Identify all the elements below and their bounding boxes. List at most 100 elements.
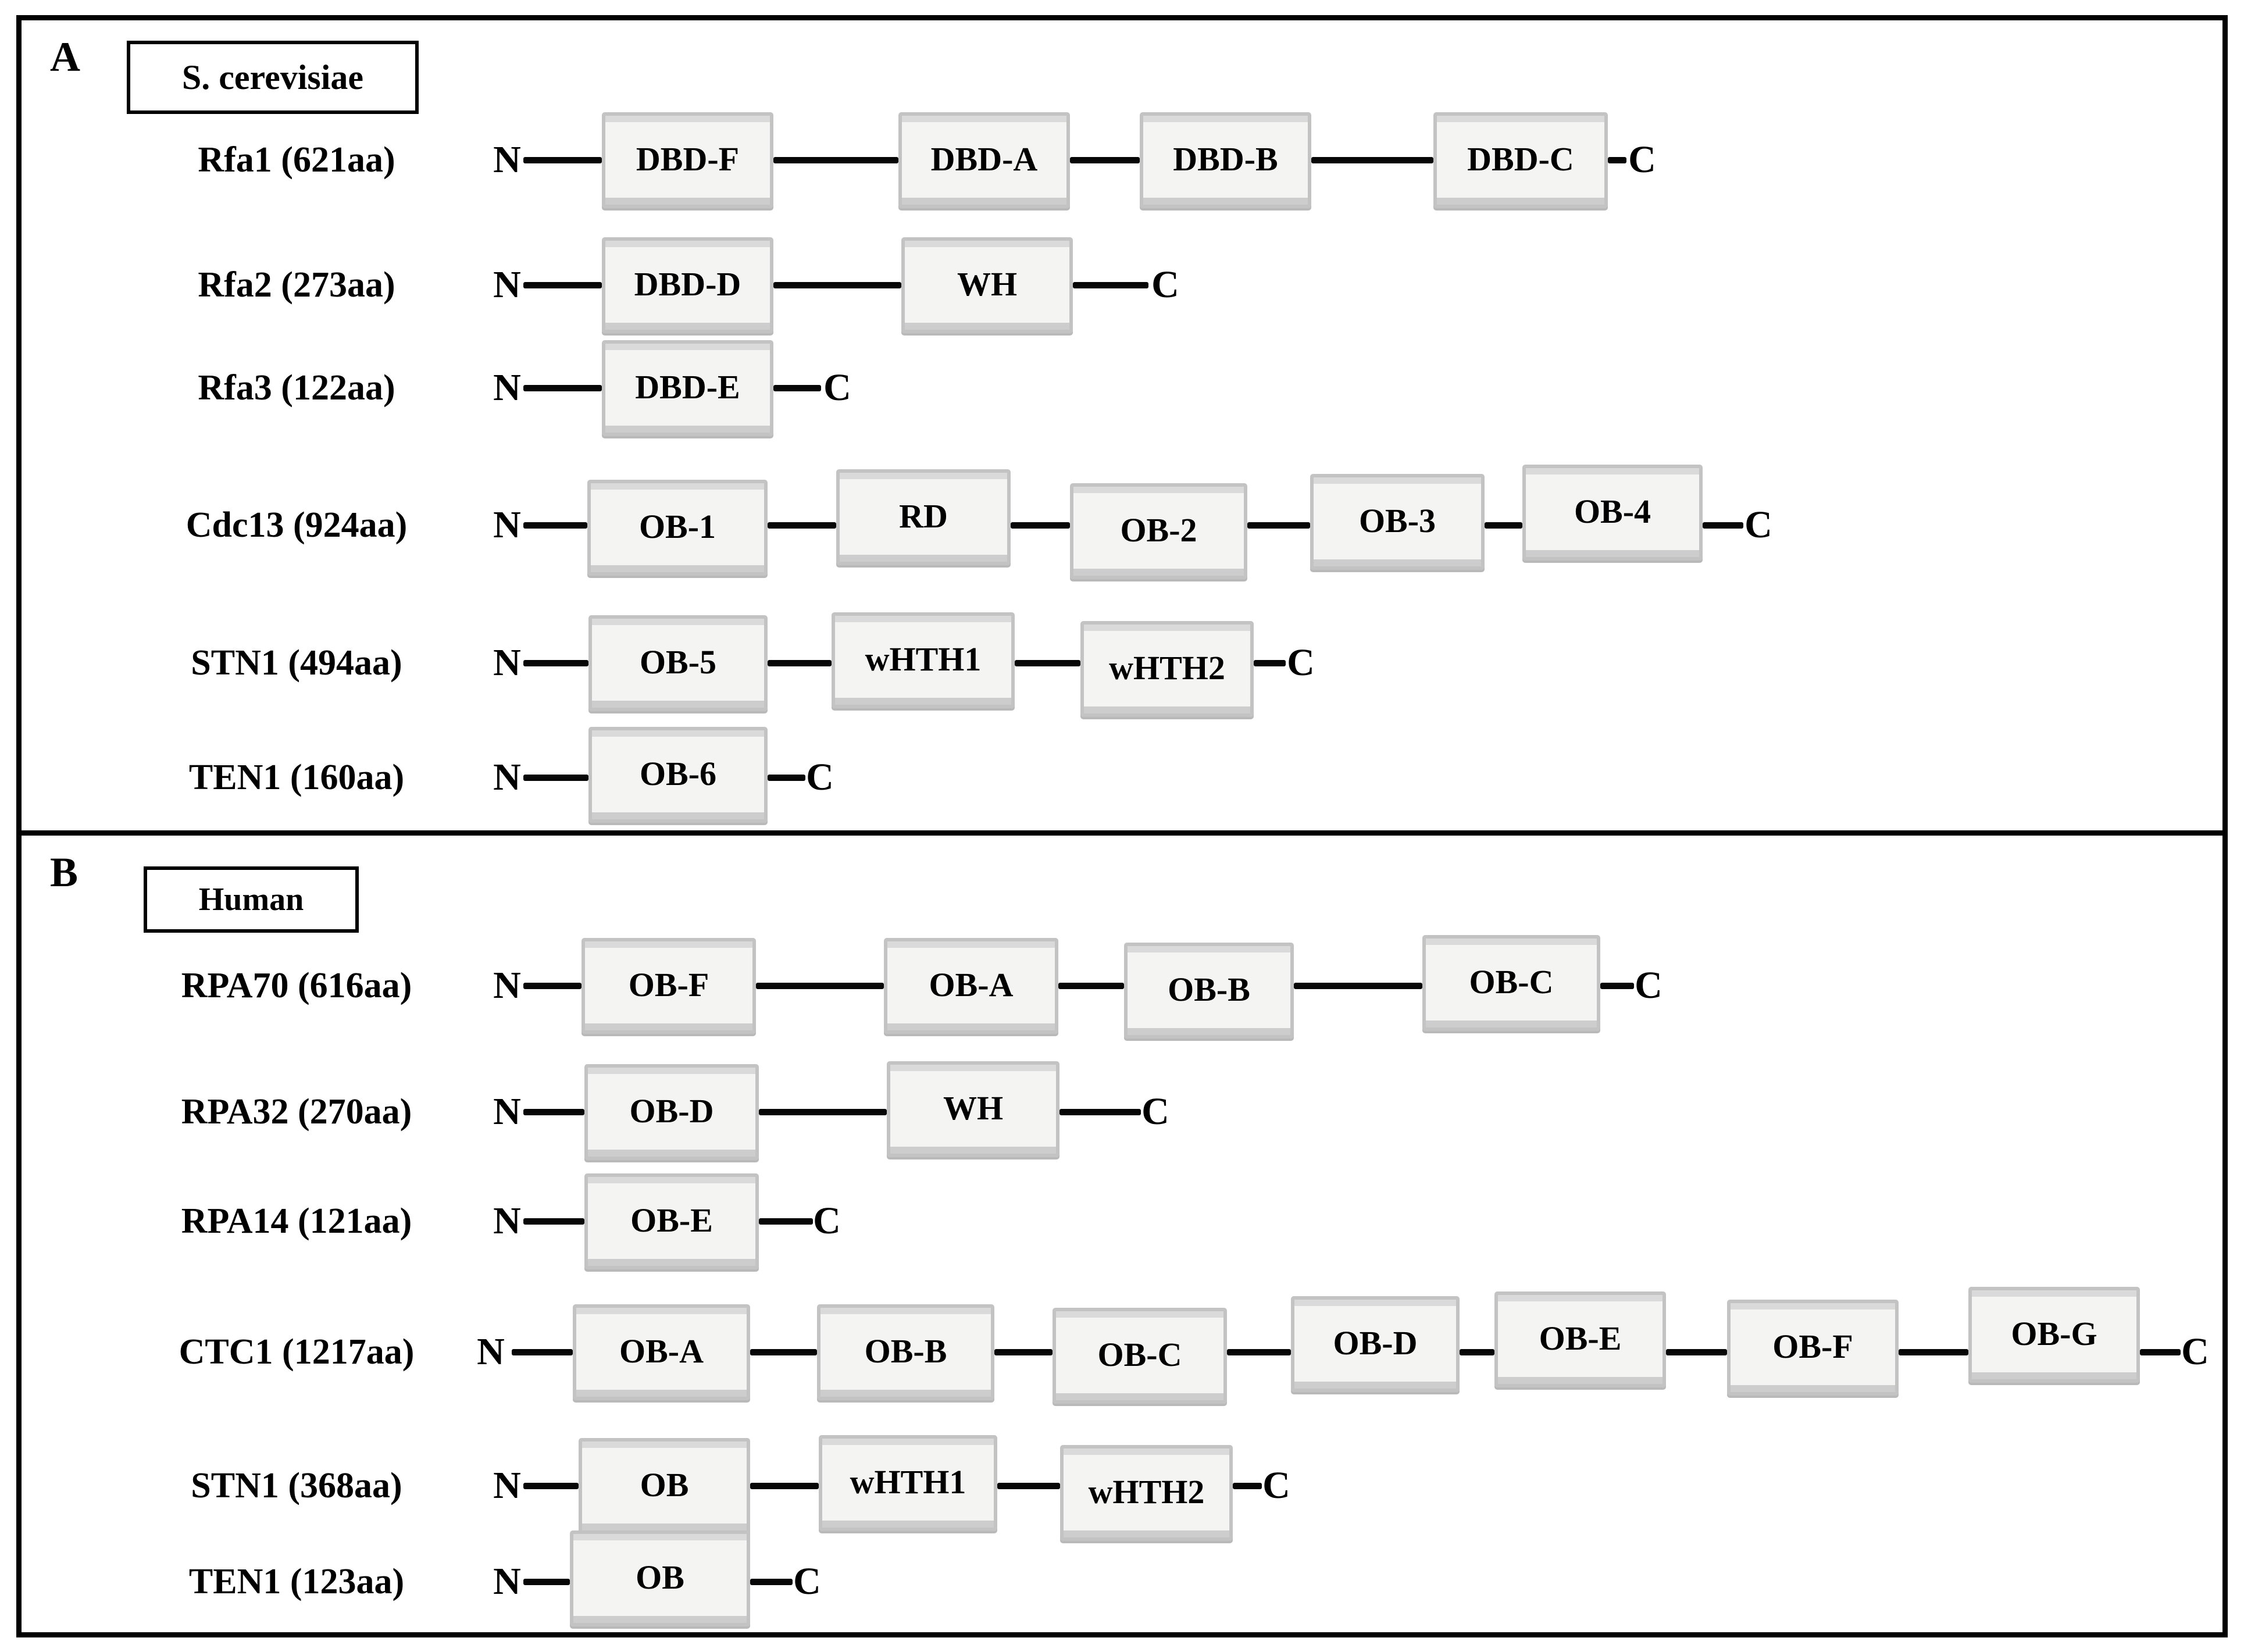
panel-a-letter: A	[50, 34, 80, 80]
protein-row-stn1-yeast: STN1 (494aa) N OB-5 wHTH1 wHTH2 C	[0, 605, 2244, 721]
domain-label: DBD-F	[636, 140, 740, 178]
linker-line	[1460, 1349, 1494, 1355]
linker-line	[1666, 1349, 1727, 1355]
c-terminus-label: C	[1287, 641, 1315, 684]
linker-line	[1600, 983, 1634, 989]
linker-line	[1608, 157, 1626, 163]
linker-line	[1485, 522, 1522, 529]
domain-label: OB-F	[628, 966, 709, 1004]
domain-box: OB-C	[1053, 1308, 1227, 1404]
linker-line	[523, 1483, 579, 1489]
linker-line	[773, 385, 821, 391]
linker-line	[523, 157, 602, 163]
c-terminus-label: C	[1262, 1464, 1290, 1507]
linker-line	[759, 1109, 887, 1115]
domain-label: OB-6	[639, 755, 717, 793]
domain-box: OB	[579, 1438, 750, 1534]
domain-box: wHTH2	[1060, 1445, 1233, 1541]
n-terminus-label: N	[493, 263, 521, 306]
n-terminus-label: N	[477, 1330, 505, 1373]
linker-line	[1233, 1483, 1262, 1489]
panel-divider	[16, 830, 2228, 836]
n-terminus-label: N	[493, 504, 521, 546]
domain-label: OB-F	[1772, 1328, 1853, 1365]
protein-row-cdc13: Cdc13 (924aa) N OB-1 RD OB-2 OB-3 OB-4 C	[0, 465, 2244, 583]
protein-label: RPA70 (616aa)	[181, 966, 412, 1005]
protein-row-rpa70: RPA70 (616aa) N OB-F OB-A OB-B OB-C C	[0, 927, 2244, 1044]
linker-line	[523, 775, 588, 781]
domain-box: DBD-E	[602, 340, 773, 436]
linker-line	[1247, 522, 1310, 529]
linker-line	[773, 157, 898, 163]
n-terminus-label: N	[493, 1090, 521, 1133]
species-label: S. cerevisiae	[181, 58, 364, 97]
linker-line	[523, 983, 581, 989]
protein-label: Rfa2 (273aa)	[198, 265, 395, 305]
domain-box: OB-4	[1522, 465, 1703, 561]
domain-box: OB-6	[588, 727, 768, 823]
domain-label: OB-5	[639, 643, 717, 681]
protein-label: STN1 (494aa)	[191, 643, 402, 683]
c-terminus-label: C	[806, 756, 834, 798]
linker-line	[523, 660, 588, 666]
domain-label: OB-3	[1358, 502, 1436, 540]
protein-row-stn1-human: STN1 (368aa) N OB wHTH1 wHTH2 C	[0, 1428, 2244, 1544]
domain-box: wHTH1	[819, 1435, 997, 1531]
domain-box: OB-2	[1070, 483, 1247, 579]
domain-box: wHTH2	[1080, 621, 1254, 717]
domain-box: OB-D	[1291, 1296, 1460, 1392]
protein-label: TEN1 (160aa)	[188, 758, 405, 797]
domain-label: OB-B	[1168, 970, 1250, 1008]
domain-label: DBD-B	[1173, 140, 1278, 178]
domain-label: OB-C	[1469, 963, 1554, 1001]
linker-line	[523, 1218, 584, 1225]
species-box-s-cerevisiae: S. cerevisiae	[127, 41, 419, 114]
protein-row-ten1-human: TEN1 (123aa) N OB C	[0, 1523, 2244, 1640]
n-terminus-label: N	[493, 1560, 521, 1603]
domain-box: OB-E	[1494, 1291, 1666, 1387]
domain-box: OB-F	[581, 938, 756, 1034]
protein-label: CTC1 (1217aa)	[179, 1332, 415, 1372]
c-terminus-label: C	[823, 366, 851, 409]
protein-label: RPA14 (121aa)	[181, 1201, 412, 1241]
domain-label: OB-G	[2011, 1315, 2097, 1353]
linker-line	[768, 660, 832, 666]
domain-label: OB	[636, 1558, 684, 1596]
n-terminus-label: N	[493, 1200, 521, 1242]
domain-box: OB-C	[1422, 935, 1600, 1031]
domain-box: DBD-C	[1433, 112, 1608, 208]
c-terminus-label: C	[813, 1200, 841, 1242]
domain-box: OB-D	[584, 1064, 759, 1160]
protein-row-ten1-yeast: TEN1 (160aa) N OB-6 C	[0, 719, 2244, 836]
linker-line	[1070, 157, 1140, 163]
linker-line	[759, 1218, 813, 1225]
domain-box: OB-G	[1968, 1287, 2140, 1383]
c-terminus-label: C	[1635, 964, 1663, 1007]
linker-line	[1899, 1349, 1968, 1355]
protein-row-rfa1: Rfa1 (621aa) N DBD-F DBD-A DBD-B DBD-C C	[0, 102, 2244, 218]
domain-label: wHTH1	[865, 640, 982, 678]
domain-box: WH	[887, 1061, 1059, 1157]
c-terminus-label: C	[1151, 263, 1179, 306]
panel-b-letter: B	[50, 849, 79, 895]
n-terminus-label: N	[493, 756, 521, 798]
c-terminus-label: C	[2181, 1330, 2209, 1373]
c-terminus-label: C	[1141, 1090, 1169, 1133]
n-terminus-label: N	[493, 1464, 521, 1507]
domain-box: WH	[901, 237, 1073, 333]
c-terminus-label: C	[793, 1560, 821, 1603]
domain-label: wHTH2	[1088, 1473, 1205, 1511]
domain-box: OB-1	[587, 480, 768, 576]
linker-line	[1011, 522, 1070, 529]
domain-box: OB-A	[573, 1304, 750, 1400]
linker-line	[1254, 660, 1286, 666]
n-terminus-label: N	[493, 641, 521, 684]
n-terminus-label: N	[493, 138, 521, 181]
protein-row-ctc1: CTC1 (1217aa) N OB-A OB-B OB-C OB-D OB-E…	[0, 1287, 2244, 1410]
linker-line	[1059, 1109, 1141, 1115]
domain-box: OB-A	[884, 938, 1058, 1034]
domain-box: OB-F	[1727, 1300, 1899, 1396]
domain-label: OB-2	[1120, 511, 1197, 549]
linker-line	[1294, 983, 1422, 989]
